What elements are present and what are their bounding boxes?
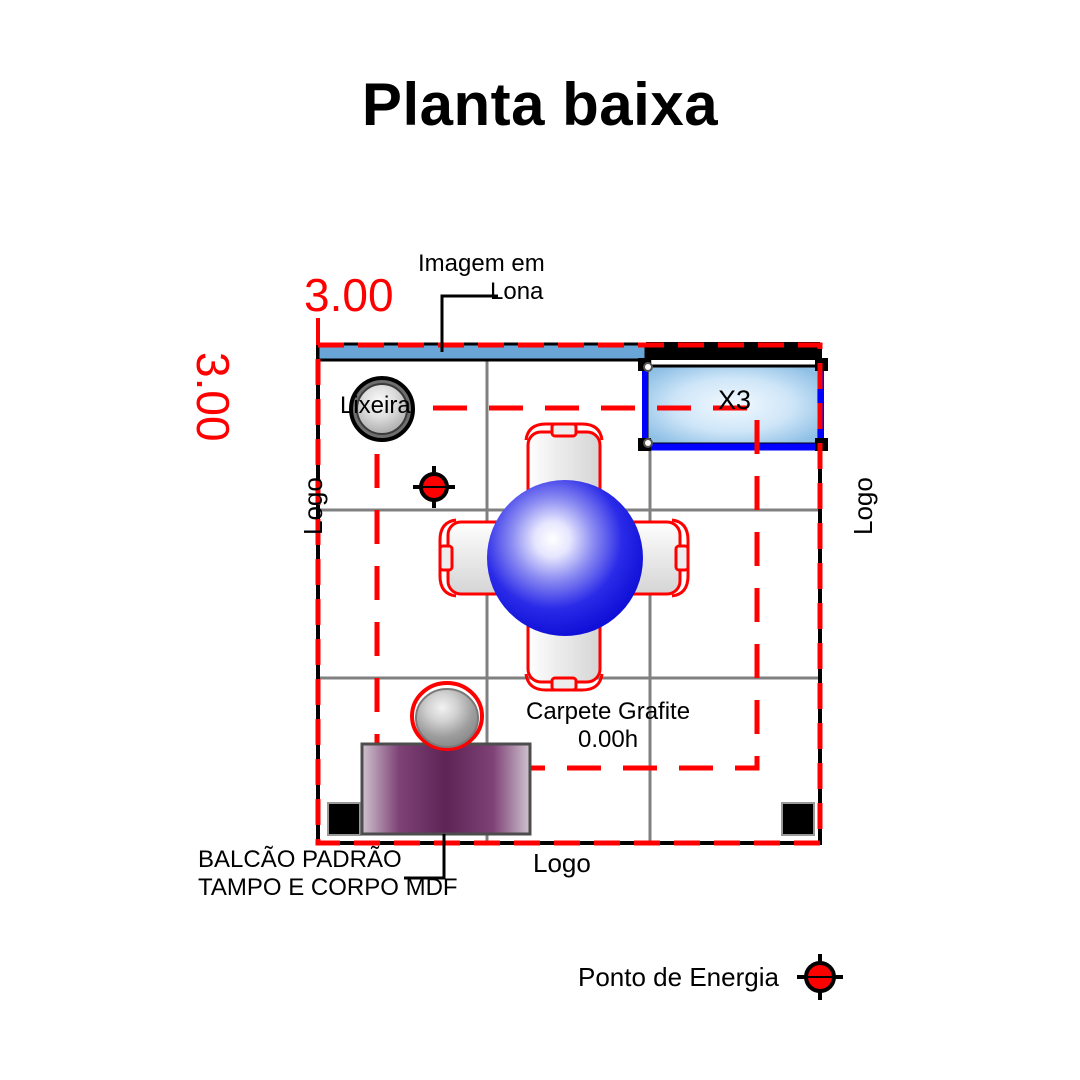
annotation-banner-line2: Lona xyxy=(490,278,544,306)
power-point-symbol xyxy=(413,466,455,508)
leader-line-balcao xyxy=(404,834,446,880)
dimension-left-label: 3.00 xyxy=(187,352,239,442)
annotation-panel-quantity: X3 xyxy=(718,385,752,415)
dimension-top-label: 3.00 xyxy=(304,269,394,321)
annotation-banner-line1: Imagem em xyxy=(418,250,545,277)
legend-power-point: Ponto de Energia xyxy=(578,950,847,1004)
trash-bin xyxy=(349,376,415,442)
annotation-banner-lona: Imagem em Lona xyxy=(418,250,545,307)
annotation-carpet-line1: Carpete Grafite xyxy=(526,698,691,725)
column-bottom-right xyxy=(781,802,815,836)
power-point-crosshair-icon xyxy=(796,954,843,1000)
counter-stool xyxy=(410,681,484,751)
annotation-counter-line2: TAMPO E CORPO MDF xyxy=(198,874,458,902)
carpet-area-outline xyxy=(374,405,760,771)
annotation-logo-left: Logo xyxy=(298,477,328,535)
annotation-counter: BALCÃO PADRÃO TAMPO E CORPO MDF xyxy=(198,846,458,903)
annotation-counter-line1: BALCÃO PADRÃO xyxy=(198,846,402,873)
round-table xyxy=(487,480,643,636)
legend-power-point-label: Ponto de Energia xyxy=(578,961,779,992)
leader-line-lona xyxy=(440,294,498,352)
display-panel-x3 xyxy=(638,358,828,451)
annotation-trash-bin: Lixeira xyxy=(340,392,411,419)
column-bottom-left xyxy=(327,802,361,836)
reception-counter xyxy=(360,742,532,836)
annotation-carpet-line2: 0.00h xyxy=(578,726,639,754)
boundary-dashed-outline xyxy=(315,342,823,846)
annotation-logo-right: Logo xyxy=(848,477,878,535)
page-title: Planta baixa xyxy=(361,71,719,138)
annotation-carpet: Carpete Grafite 0.00h xyxy=(526,698,690,755)
annotation-logo-bottom: Logo xyxy=(533,848,591,878)
